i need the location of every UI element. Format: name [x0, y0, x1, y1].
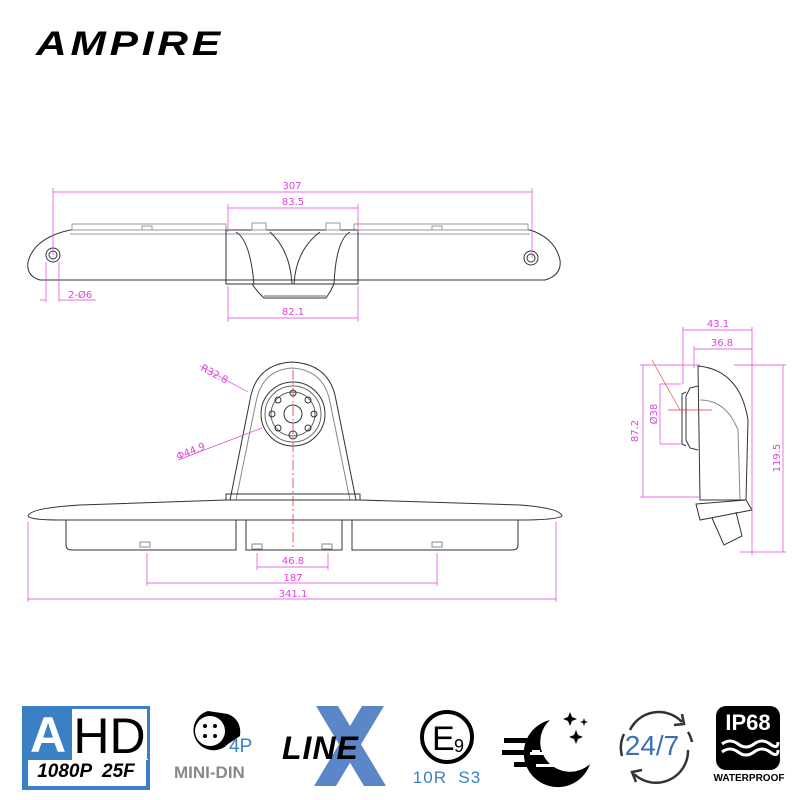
ahd-hd: HD [72, 708, 148, 763]
side-view [681, 365, 753, 546]
ampire-logo: AMPIRE [36, 25, 260, 63]
ip68-label: WATERPROOF [713, 773, 785, 784]
cycle-arrows-icon [619, 710, 694, 785]
technical-drawing: 307 83.5 82.1 2-Ø6 [27, 181, 786, 602]
mini-din-pins: 4P [229, 736, 253, 757]
x-shape-icon [314, 706, 386, 786]
ahd-badge: A HD 1080P 25F [22, 706, 150, 790]
dim-lens-height: 87.2 [630, 420, 641, 442]
mini-din-label: MINI-DIN [174, 763, 245, 782]
dim-overall-width-front: 341.1 [279, 589, 308, 600]
dim-depth-body: 36.8 [711, 338, 733, 349]
side-view-dimensions [640, 327, 786, 555]
dim-housing-top: 83.5 [282, 197, 304, 208]
moon-stars-icon [500, 712, 590, 788]
ip68-box: IP68 [716, 706, 780, 770]
dim-center-spacing: 46.8 [282, 556, 304, 567]
ip68-rating: IP68 [725, 710, 771, 735]
side-leader-line [651, 359, 681, 411]
dim-lens-ring: Φ44.9 [175, 441, 207, 462]
dim-lens-diameter: Ø38 [648, 404, 660, 425]
24-7-label: 24/7 [624, 730, 680, 761]
svg-text:E: E [432, 720, 455, 758]
mini-din-connector-icon [193, 711, 241, 751]
24-7-badge: 24/7 [612, 704, 696, 788]
front-view [27, 361, 563, 551]
dim-overall-width-top: 307 [282, 181, 301, 192]
e-mark-circle-icon: E 9 [420, 710, 474, 764]
xline-label: LINE [282, 730, 359, 766]
dim-clip-spacing: 187 [283, 573, 302, 584]
ip68-badge: IP68 WATERPROOF [714, 706, 784, 790]
dim-radius: R32.8 [199, 363, 230, 386]
e9-badge: E 9 10R S3 [412, 708, 482, 790]
e9-label: 10R S3 [412, 768, 482, 787]
mini-din-badge: 4P MINI-DIN [174, 708, 260, 788]
ahd-a: A [24, 708, 72, 762]
dim-overall-height: 119.5 [772, 444, 783, 473]
xline-badge: LINE [282, 706, 394, 786]
top-view-dimensions [40, 188, 533, 322]
top-view [27, 222, 561, 299]
water-waves-icon [721, 739, 780, 757]
dim-depth-overall: 43.1 [707, 319, 729, 330]
dim-housing-bottom: 82.1 [282, 307, 304, 318]
night-vision-badge [500, 708, 600, 788]
dim-mounting-holes: 2-Ø6 [68, 289, 92, 301]
front-view-dimensions [27, 365, 557, 602]
ahd-resolution: 1080P 25F [24, 760, 148, 788]
logo-text: AMPIRE [36, 25, 224, 63]
svg-text:9: 9 [454, 736, 464, 756]
